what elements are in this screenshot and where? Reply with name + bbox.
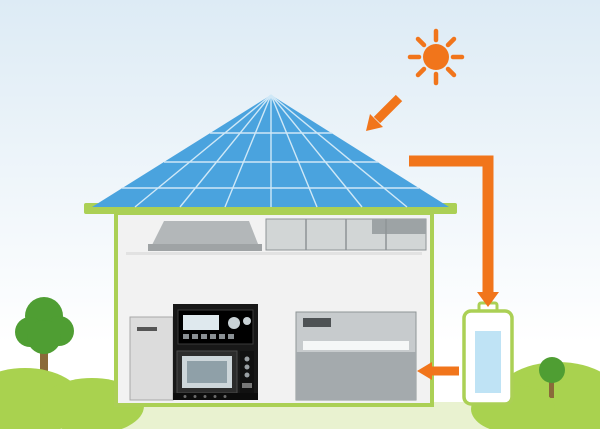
range-knob-small: [243, 317, 251, 325]
range-knob-large: [228, 317, 240, 329]
storage-battery: [462, 301, 514, 406]
arrow-battery-shaft: [409, 155, 494, 293]
cabinet-handle: [137, 327, 157, 331]
second-floor-windows: [126, 218, 427, 255]
range-display-screen: [183, 315, 219, 330]
left-tree-canopy: [15, 297, 74, 354]
solar-panel-roof: [92, 94, 449, 208]
range-button-row: [183, 334, 234, 339]
dishwasher-slot: [303, 341, 409, 350]
solar-panel-grid: [122, 94, 419, 208]
arrow-battery-to-appliances: [417, 362, 459, 380]
awning-hood-shadow: [148, 244, 262, 251]
small-tree-trunk: [549, 380, 554, 398]
sun-rays: [407, 28, 465, 86]
arrow-battery-head: [477, 292, 499, 307]
battery-charge-level: [475, 331, 501, 393]
microwave-buttons: [242, 356, 252, 388]
range-base-dots: [183, 395, 227, 398]
floor-divider-line: [126, 252, 422, 255]
dishwasher-handle: [303, 318, 331, 327]
microwave-window-inner: [187, 361, 227, 383]
small-tree-canopy: [539, 357, 565, 383]
kitchen-appliances: [129, 304, 417, 401]
window-dividers: [305, 219, 387, 250]
arrow-appliance-head: [417, 362, 432, 380]
arrow-sun-head: [366, 114, 383, 131]
dishwasher-front: [296, 352, 416, 400]
arrow-sun-to-roof: [366, 94, 403, 131]
microwave-control-strip: [240, 351, 254, 393]
arrow-sun-shaft: [373, 94, 403, 124]
arrow-roof-to-battery: [409, 155, 499, 307]
dishwasher: [295, 311, 417, 401]
window-dark-block: [372, 219, 426, 234]
black-range-unit: [173, 304, 258, 400]
sun-icon: [407, 28, 465, 86]
sun-core: [423, 44, 449, 70]
awning-hood: [150, 221, 260, 249]
